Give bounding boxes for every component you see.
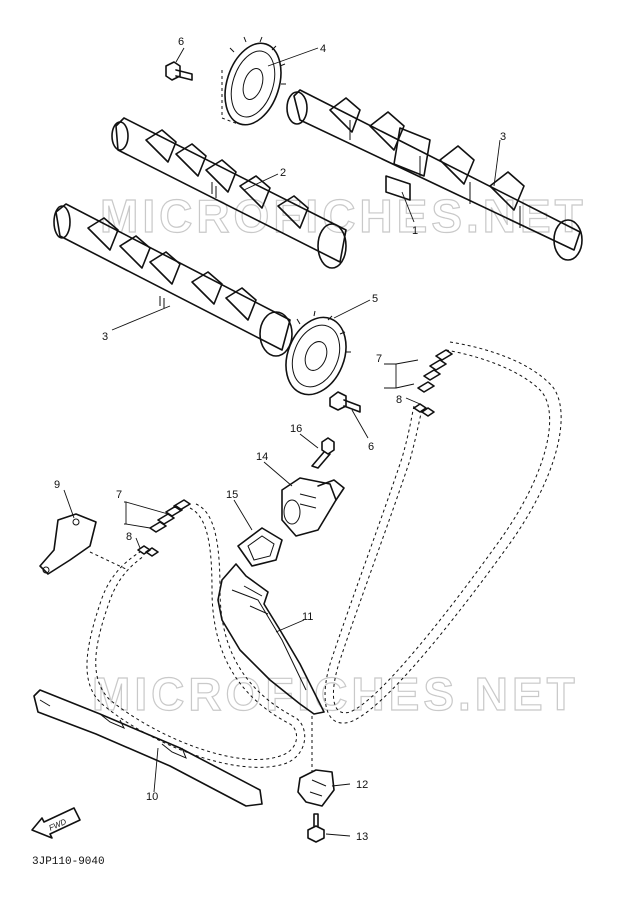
callout-12: 12 [356,779,368,791]
callout-5: 5 [372,293,378,305]
callout-3-lower: 3 [102,331,108,343]
callout-9: 9 [54,479,60,491]
callout-2: 2 [280,167,286,179]
watermark-bottom: MICROFICHES.NET [92,668,579,720]
cam-sprocket-4 [221,36,286,126]
callout-4: 4 [320,43,326,55]
callout-13: 13 [356,831,368,843]
chain-guide-10 [33,689,263,807]
camshaft-3-lower [53,203,293,357]
callout-15: 15 [226,489,238,501]
callout-1: 1 [412,225,418,237]
camshaft-2 [111,117,347,269]
cam-chain [86,341,562,768]
bolt-13 [307,813,325,843]
chain-links-left [137,499,191,557]
callout-6-top: 6 [178,36,184,48]
callout-14: 14 [256,451,268,463]
drawing-code: 3JP110-9040 [32,856,105,868]
callout-10: 10 [146,791,158,803]
callout-3-upper: 3 [500,131,506,143]
bolt-6-middle [329,391,361,413]
callout-6-middle: 6 [368,441,374,453]
callouts: 6 4 3 2 1 3 5 7 8 6 16 14 9 7 15 8 11 10… [54,36,506,843]
callout-11: 11 [302,611,313,623]
callout-8-right: 8 [396,394,402,406]
callout-16: 16 [290,423,302,435]
cam-sprocket-5 [285,310,351,396]
gasket-15 [237,527,283,567]
bolt-16 [311,437,335,469]
chain-tensioner-14 [281,477,345,537]
chain-guide-11 [217,563,325,772]
bracket-9 [39,513,129,575]
bracket-12 [297,769,335,807]
fwd-arrow-icon: FWD [31,807,81,839]
camshaft-upper-right [286,89,583,261]
callout-7-left: 7 [116,489,122,501]
chain-links-right [413,349,453,417]
callout-7-right: 7 [376,353,382,365]
leader-lines [63,47,501,837]
callout-8-left: 8 [126,531,132,543]
bolt-6-top [165,61,193,81]
